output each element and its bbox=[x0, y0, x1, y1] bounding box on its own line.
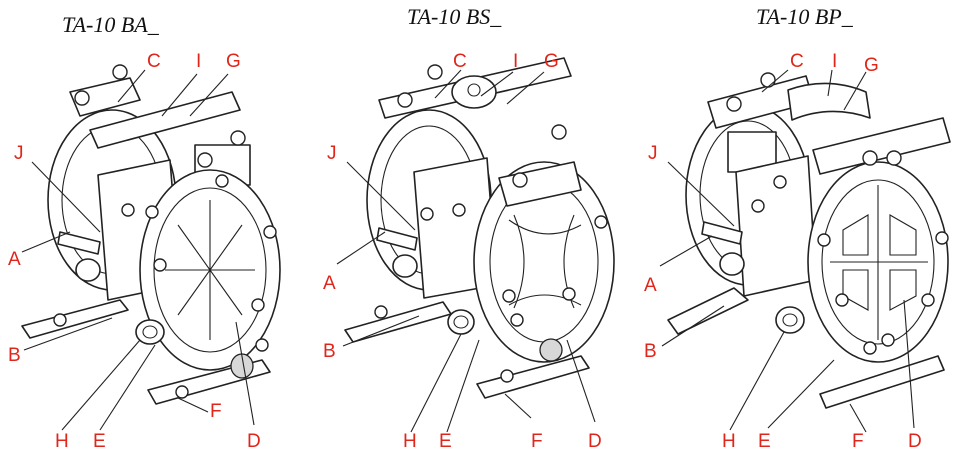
label-h: H bbox=[722, 431, 736, 452]
label-g: G bbox=[226, 51, 241, 72]
label-j: J bbox=[648, 143, 658, 164]
pump-title: TA-10 BP_ bbox=[756, 4, 853, 29]
label-e: E bbox=[758, 431, 771, 452]
pump-panel-bs: TA-10 BS_ bbox=[319, 0, 638, 457]
label-a: A bbox=[644, 275, 657, 296]
label-j: J bbox=[14, 143, 24, 164]
label-b: B bbox=[8, 345, 21, 366]
label-g: G bbox=[864, 55, 879, 76]
label-b: B bbox=[323, 341, 336, 362]
label-j: J bbox=[327, 143, 337, 164]
label-h: H bbox=[403, 431, 417, 452]
label-h: H bbox=[55, 431, 69, 452]
label-d: D bbox=[588, 431, 602, 452]
label-f: F bbox=[852, 431, 864, 452]
label-f: F bbox=[531, 431, 543, 452]
label-c: C bbox=[790, 51, 804, 72]
label-a: A bbox=[8, 249, 21, 270]
label-g: G bbox=[544, 51, 559, 72]
pump-title: TA-10 BA_ bbox=[62, 12, 159, 37]
label-d: D bbox=[247, 431, 261, 452]
label-e: E bbox=[93, 431, 106, 452]
pump-panel-bp: TA-10 BP_ bbox=[638, 0, 957, 457]
pump-drawing bbox=[21, 64, 281, 431]
label-c: C bbox=[453, 51, 467, 72]
pump-drawing bbox=[659, 69, 951, 433]
pump-panel-ba: TA-10 BA_ bbox=[0, 0, 319, 457]
label-d: D bbox=[908, 431, 922, 452]
label-a: A bbox=[323, 273, 336, 294]
pump-drawing bbox=[336, 57, 615, 433]
label-i: I bbox=[196, 51, 202, 72]
label-i: I bbox=[513, 51, 519, 72]
label-e: E bbox=[439, 431, 452, 452]
label-i: I bbox=[832, 51, 838, 72]
label-c: C bbox=[147, 51, 161, 72]
label-f: F bbox=[210, 401, 222, 422]
pump-title: TA-10 BS_ bbox=[407, 4, 502, 29]
label-b: B bbox=[644, 341, 657, 362]
